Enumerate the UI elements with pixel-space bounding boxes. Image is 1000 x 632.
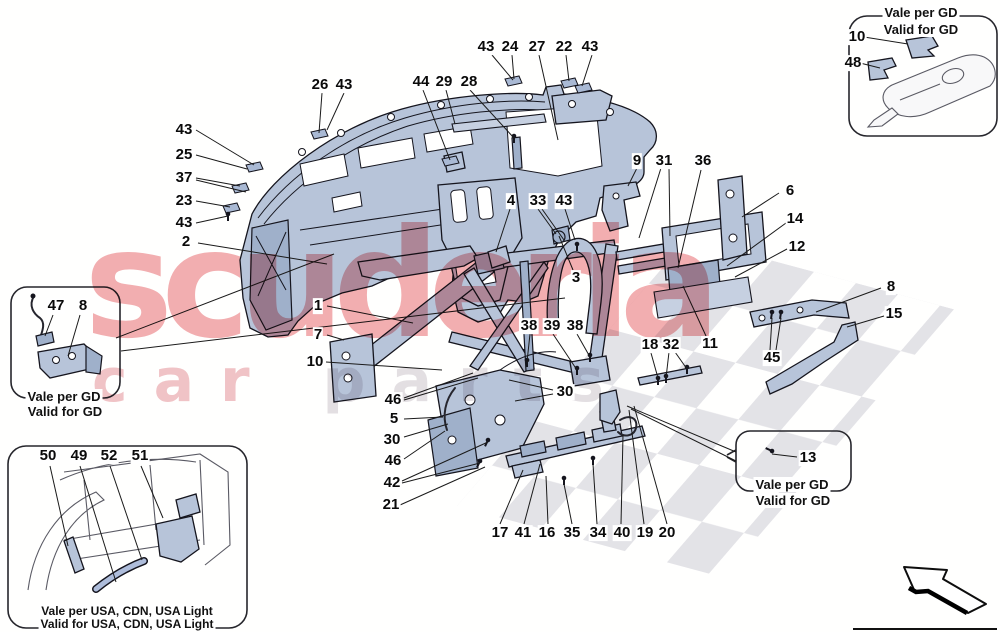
caption-top-right-2: Valid for GD <box>881 22 961 37</box>
callout-16: 16 <box>537 524 557 542</box>
callout-4: 4 <box>505 192 517 210</box>
callout-22: 22 <box>554 38 574 56</box>
dashboard-shell <box>239 84 658 338</box>
inset-drawing-top-right <box>866 35 996 128</box>
callout-9: 9 <box>631 152 643 170</box>
callout-6: 6 <box>784 182 796 200</box>
callout-43: 43 <box>174 214 194 232</box>
inset-drawing-left <box>30 293 103 379</box>
callout-12: 12 <box>787 238 807 256</box>
callout-17: 17 <box>490 524 510 542</box>
leader-lines <box>44 36 909 583</box>
callout-19: 19 <box>635 524 655 542</box>
callout-27: 27 <box>527 38 547 56</box>
inset-drawing-bottom-left <box>27 453 231 593</box>
callout-30: 30 <box>382 431 402 449</box>
callout-43: 43 <box>476 38 496 56</box>
callout-1: 1 <box>312 297 324 315</box>
callout-32: 32 <box>661 336 681 354</box>
callout-51: 51 <box>130 447 150 465</box>
callout-3: 3 <box>570 269 582 287</box>
callout-47: 47 <box>46 297 66 315</box>
caption-bottom-left-2: Valid for USA, CDN, USA Light <box>38 617 216 631</box>
callout-38: 38 <box>565 317 585 335</box>
callout-8: 8 <box>885 278 897 296</box>
side-brackets <box>637 299 859 395</box>
callout-38: 38 <box>519 317 539 335</box>
callout-30: 30 <box>555 383 575 401</box>
nav-arrow-icon[interactable] <box>903 566 987 615</box>
callout-18: 18 <box>640 336 660 354</box>
callout-48: 48 <box>843 54 863 72</box>
callout-42: 42 <box>382 474 402 492</box>
caption-left-1: Vale per GD <box>25 389 103 404</box>
caption-left-2: Valid for GD <box>25 404 105 419</box>
callout-49: 49 <box>69 447 89 465</box>
callout-31: 31 <box>654 152 674 170</box>
callout-21: 21 <box>381 496 401 514</box>
caption-bottom-right-2: Valid for GD <box>753 493 833 508</box>
bottom-rail <box>505 389 646 486</box>
callout-10: 10 <box>305 353 325 371</box>
callout-40: 40 <box>612 524 632 542</box>
callout-36: 36 <box>693 152 713 170</box>
checkered-flag <box>456 238 954 578</box>
caption-bottom-left-1: Vale per USA, CDN, USA Light <box>39 604 215 618</box>
inset-box-left <box>10 286 121 399</box>
callout-50: 50 <box>38 447 58 465</box>
callout-43: 43 <box>580 38 600 56</box>
callout-26: 26 <box>310 76 330 94</box>
callout-34: 34 <box>588 524 608 542</box>
callout-43: 43 <box>554 192 574 210</box>
callout-23: 23 <box>174 192 194 210</box>
callout-11: 11 <box>701 335 719 353</box>
caption-top-right-1: Vale per GD <box>882 5 960 20</box>
callout-41: 41 <box>513 524 533 542</box>
subframe-truss <box>329 225 619 403</box>
callout-29: 29 <box>434 73 454 91</box>
callout-43: 43 <box>334 76 354 94</box>
callout-13: 13 <box>798 449 818 467</box>
callout-2: 2 <box>180 233 192 251</box>
callout-20: 20 <box>657 524 677 542</box>
callout-39: 39 <box>542 317 562 335</box>
callout-46: 46 <box>383 391 403 409</box>
callout-5: 5 <box>388 410 400 428</box>
callout-10: 10 <box>847 28 867 46</box>
callout-14: 14 <box>785 210 805 228</box>
crossbeam-rail <box>601 175 767 319</box>
lower-bracket-cluster <box>427 230 594 477</box>
callout-43: 43 <box>174 121 194 139</box>
callout-37: 37 <box>174 169 194 187</box>
callout-46: 46 <box>383 452 403 470</box>
callout-33: 33 <box>528 192 548 210</box>
callout-52: 52 <box>99 447 119 465</box>
callout-7: 7 <box>312 326 324 344</box>
callout-25: 25 <box>174 146 194 164</box>
callout-35: 35 <box>562 524 582 542</box>
caption-bottom-right-1: Vale per GD <box>753 477 831 492</box>
inset-box-bottom-left <box>7 445 248 629</box>
callout-45: 45 <box>762 349 782 367</box>
callout-44: 44 <box>411 73 431 91</box>
callout-15: 15 <box>884 305 904 323</box>
callout-8: 8 <box>77 297 89 315</box>
callout-28: 28 <box>459 73 479 91</box>
callout-24: 24 <box>500 38 520 56</box>
